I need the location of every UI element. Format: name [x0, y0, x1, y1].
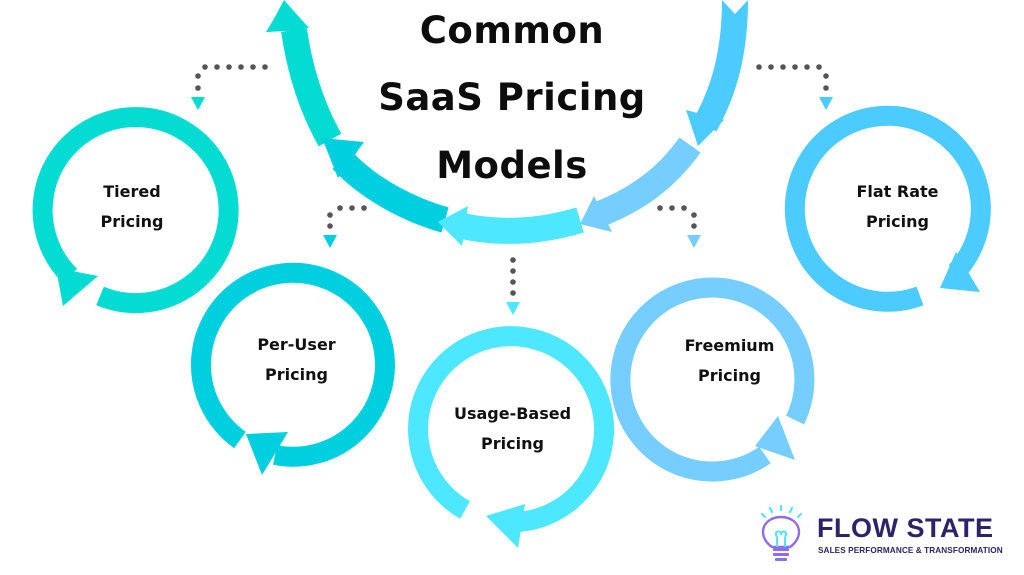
arrowhead-icon	[322, 138, 364, 178]
arc-segment-cyan	[322, 138, 449, 233]
lightbulb-icon	[760, 504, 803, 561]
arc-segment-teal	[266, 0, 342, 147]
model-tiered: Tiered Pricing	[62, 177, 202, 237]
model-freemium-line1: Freemium	[684, 336, 775, 355]
central-arc	[266, 0, 748, 246]
cycle-ring-flat-rate	[784, 105, 991, 312]
cycle-arrowhead-icon	[56, 268, 98, 306]
cycle-arrowhead-icon	[940, 252, 980, 292]
cycle-ring-usage-based	[408, 326, 615, 548]
connector-freemium	[657, 205, 701, 248]
model-per-user-line2: Pricing	[265, 365, 328, 384]
cycle-arrowhead-icon	[755, 416, 795, 460]
arc-segment-light-blue	[580, 137, 701, 232]
model-tiered-line1: Tiered	[103, 182, 161, 201]
arc-segment-light-cyan	[438, 206, 584, 246]
cycle-arrowhead-icon	[246, 432, 288, 475]
model-freemium-line2: Pricing	[698, 366, 761, 385]
logo-name: FLOW STATE	[817, 513, 994, 543]
model-freemium: Freemium Pricing	[657, 331, 802, 391]
flow-state-logo: FLOW STATE SALES PERFORMANCE & TRANSFORM…	[760, 505, 1020, 565]
connector-usage-based	[506, 257, 520, 315]
arrowhead-icon	[686, 110, 724, 146]
model-flat-rate-line2: Pricing	[866, 212, 929, 231]
arrowhead-icon	[580, 196, 612, 232]
cycle-ring-per-user	[190, 262, 395, 475]
model-usage-based-line2: Pricing	[481, 434, 544, 453]
model-flat-rate: Flat Rate Pricing	[825, 177, 970, 237]
model-tiered-line2: Pricing	[100, 212, 164, 231]
logo-tagline: SALES PERFORMANCE & TRANSFORMATION	[818, 546, 1003, 555]
title-line-1: Common	[419, 9, 605, 52]
cycle-ring-freemium	[610, 277, 815, 482]
connector-tiered	[191, 64, 268, 110]
model-per-user-line1: Per-User	[257, 335, 336, 354]
connector-per-user	[323, 205, 367, 248]
cycle-arrowhead-icon	[486, 504, 525, 548]
title-line-2: SaaS Pricing	[378, 76, 646, 119]
connector-flat-rate	[756, 64, 833, 110]
arc-segment-sky-blue	[686, 0, 748, 146]
model-per-user: Per-User Pricing	[224, 330, 369, 390]
arrowhead-icon	[438, 206, 468, 246]
cycle-ring-tiered	[32, 107, 239, 314]
title-line-3: Models	[436, 144, 588, 187]
dotted-connectors	[191, 64, 833, 315]
model-usage-based: Usage-Based Pricing	[440, 399, 585, 459]
model-usage-based-line1: Usage-Based	[453, 404, 572, 423]
model-flat-rate-line1: Flat Rate	[856, 182, 939, 201]
